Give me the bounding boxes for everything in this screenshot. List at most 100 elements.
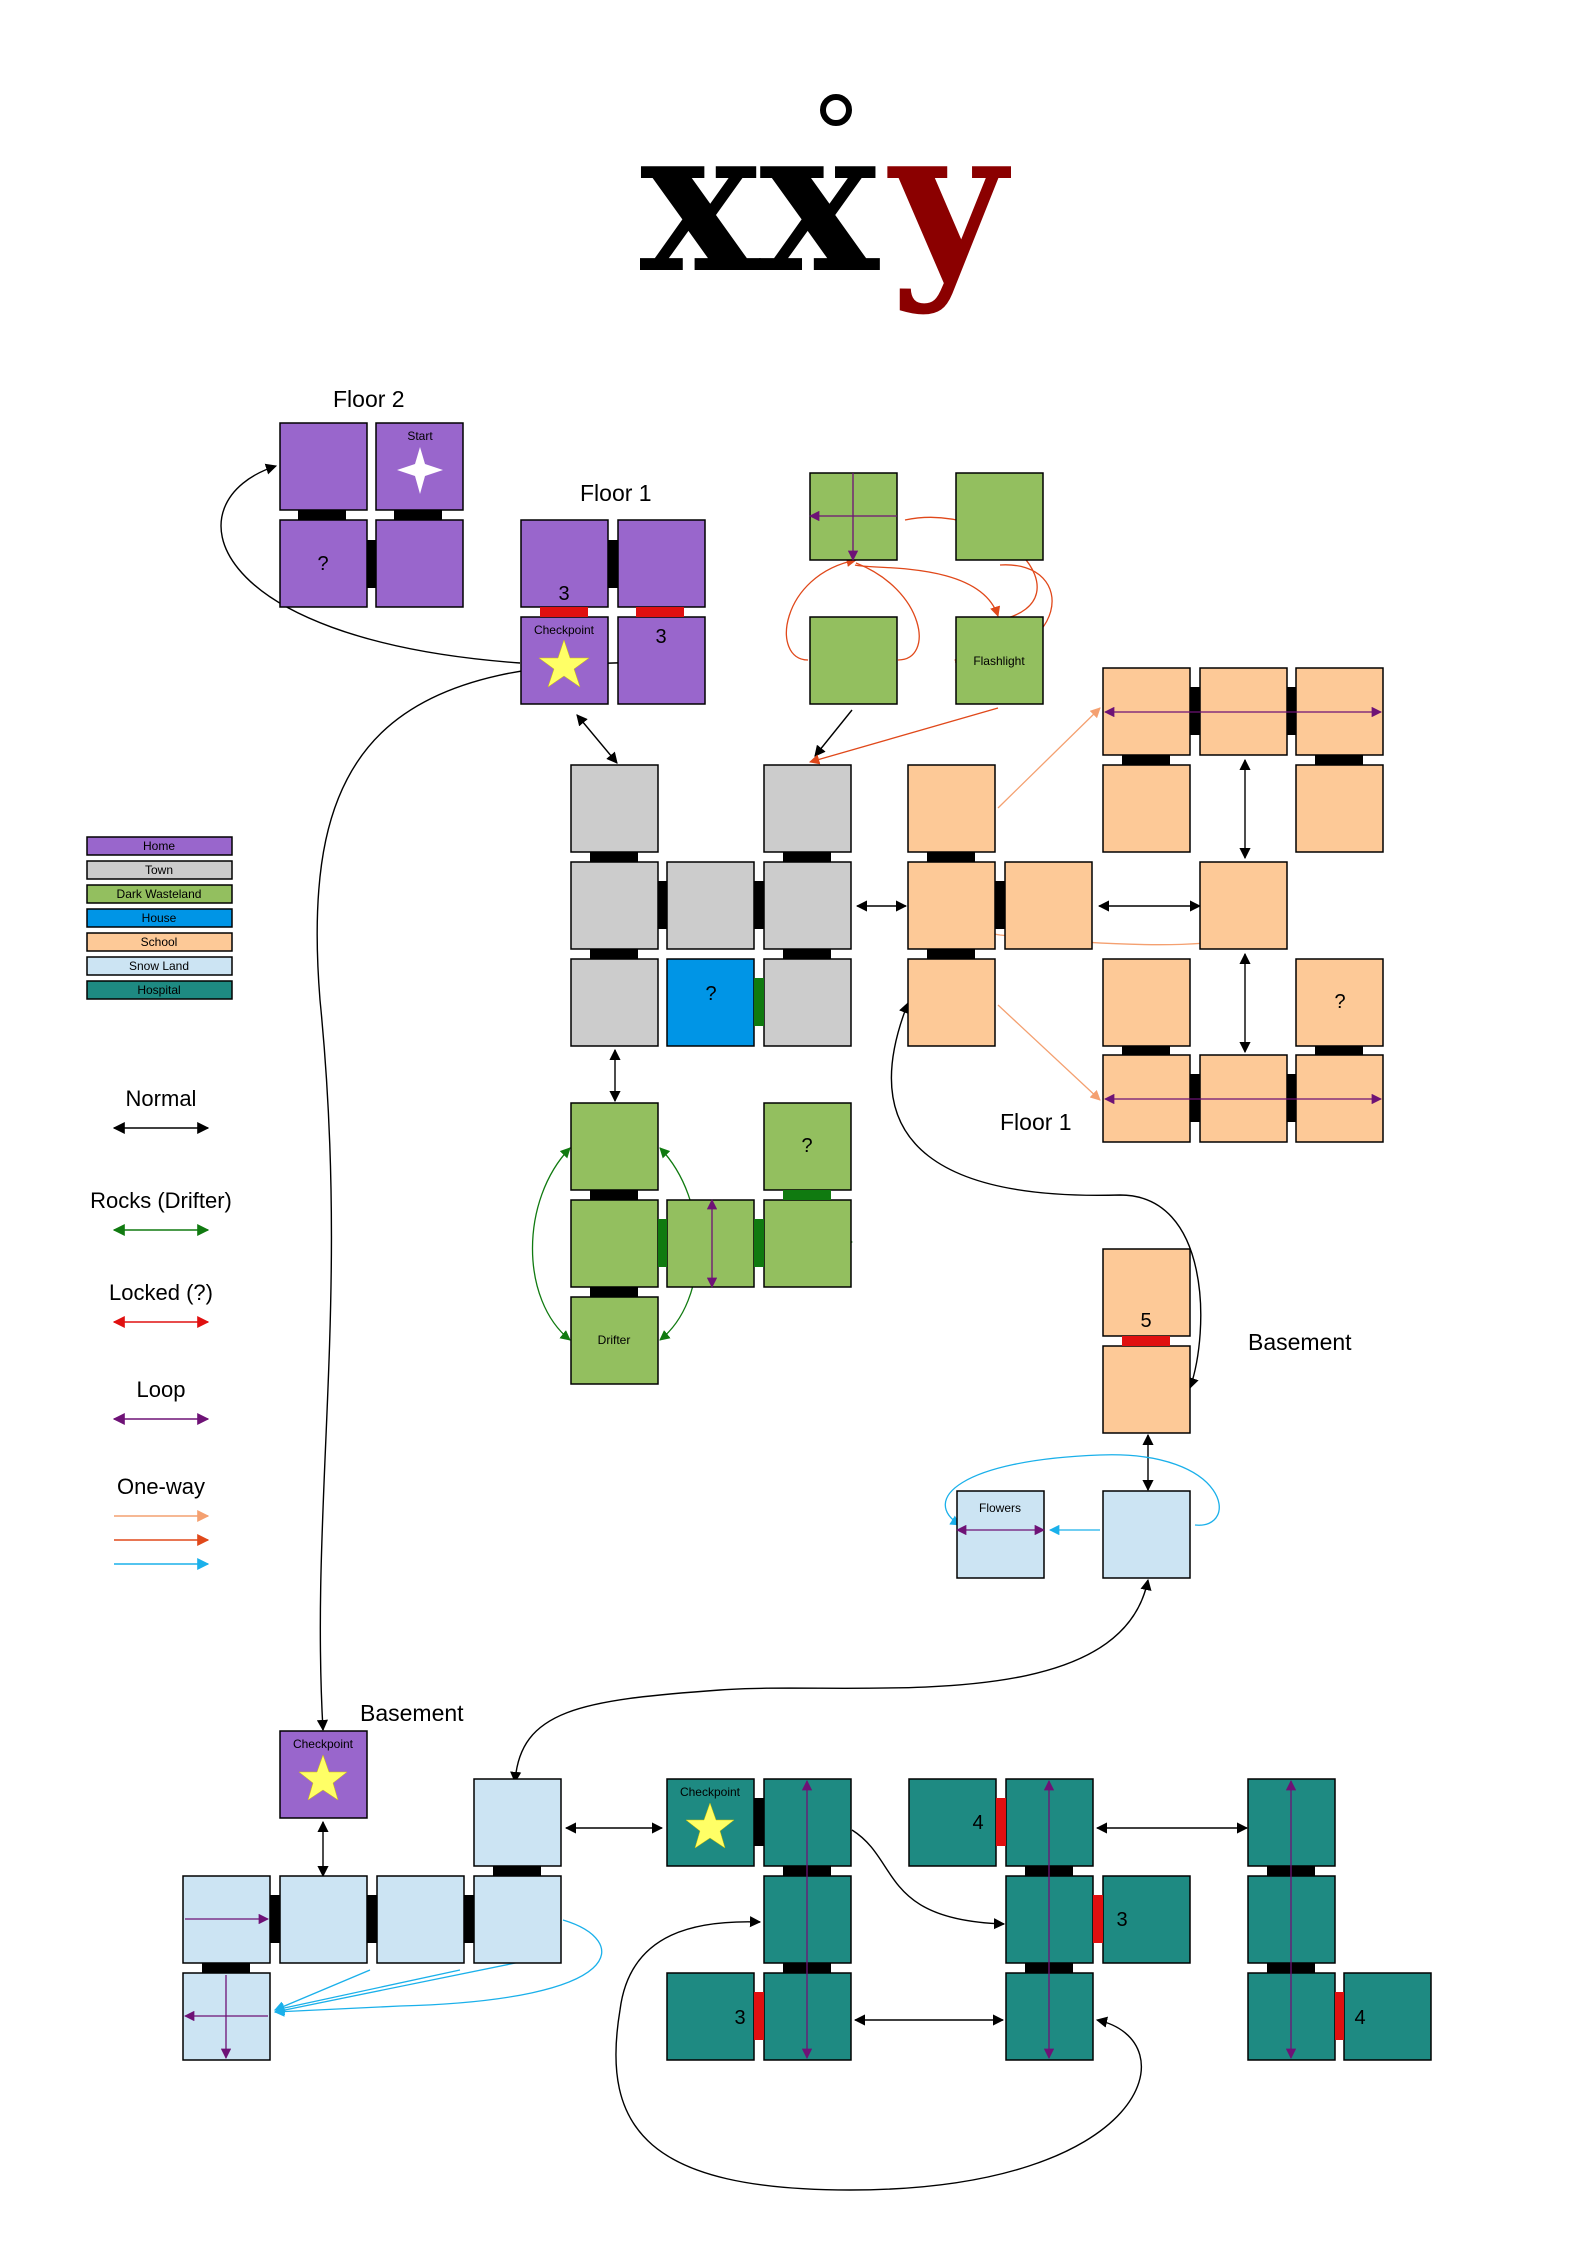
door: [590, 1287, 638, 1297]
locked-door: [1335, 1992, 1344, 2040]
home-basement-long-curve: [316, 657, 692, 1732]
locked-door: [540, 607, 588, 617]
lock-4b-label: 4: [1354, 2007, 1365, 2029]
title-logo: xx y: [640, 83, 1011, 318]
room-town: [570, 764, 659, 853]
checkpoint-star-icon: [538, 639, 590, 688]
room-school: [1199, 861, 1288, 950]
locked-door: [1122, 1336, 1170, 1346]
legend-swatch-wasteland: [86, 884, 233, 904]
school-q-label: ?: [1334, 991, 1345, 1013]
door: [1190, 1074, 1200, 1122]
legend-label-house: House: [142, 911, 177, 925]
legend-normal-label: Normal: [126, 1086, 197, 1111]
label-floor1-home: Floor 1: [580, 480, 652, 506]
door: [1190, 687, 1200, 735]
room-home-f1-a: [520, 519, 609, 608]
door: [927, 949, 975, 959]
room-home-f1-d: [617, 616, 706, 705]
legend-colors: Home Town Dark Wasteland House School Sn…: [86, 836, 233, 1000]
door: [754, 881, 764, 929]
door: [754, 1798, 764, 1846]
legend-rocks-label: Rocks (Drifter): [90, 1188, 232, 1213]
snow-snow-long-curve: [510, 1578, 1152, 1784]
room-home-q-label: ?: [317, 553, 328, 575]
legend-label-home: Home: [143, 839, 175, 853]
room-snow: [473, 1875, 562, 1964]
door: [1315, 1046, 1363, 1055]
room-town: [666, 861, 755, 950]
label-floor1-school: Floor 1: [1000, 1109, 1072, 1135]
legend-label-snow: Snow Land: [129, 959, 189, 973]
door: [590, 852, 638, 862]
room-school-basement: [1102, 1248, 1191, 1337]
basement-checkpoint-label: Checkpoint: [293, 1737, 354, 1751]
door: [658, 881, 667, 929]
flowers-label: Flowers: [979, 1501, 1021, 1515]
room-school-q: [1295, 958, 1384, 1047]
room-wasteland-q: [763, 1102, 852, 1191]
home-floor1: [520, 519, 706, 705]
oneway-snow-loop: [944, 1454, 1220, 1526]
lock-3c-label: 3: [1116, 1909, 1127, 1931]
door: [298, 510, 346, 520]
door: [493, 1866, 541, 1876]
room-school: [1004, 861, 1093, 950]
locked-door: [636, 607, 684, 617]
rock-door: [754, 978, 764, 1026]
door: [394, 510, 442, 520]
school-basement: [1102, 1248, 1191, 1434]
label-basement-school: Basement: [1248, 1329, 1352, 1355]
hospital-checkpoint-label: Checkpoint: [680, 1785, 741, 1799]
lock-3a-label: 3: [558, 583, 569, 605]
oneway-cyan-1: [274, 1969, 371, 2012]
legend-swatch-home: [86, 836, 233, 856]
legend-swatch-snow: [86, 956, 233, 976]
room-school: [907, 958, 996, 1047]
room-town: [763, 958, 852, 1047]
legend-locked-label: Locked (?): [109, 1280, 213, 1305]
hospital-loop-curve: [615, 1916, 1142, 2191]
room-school-basement: [1102, 1345, 1191, 1434]
wasteland-q-label: ?: [801, 1135, 812, 1157]
start-star-icon: [397, 447, 443, 494]
oneway-left-loop-2: [855, 562, 920, 661]
room-wasteland: [809, 616, 898, 705]
legend-oneway-label: One-way: [117, 1474, 205, 1499]
door: [367, 540, 376, 588]
room-snow: [279, 1875, 368, 1964]
oneway-cyan-3: [273, 1959, 531, 2016]
rocks-arrow-left: [531, 1147, 571, 1341]
door: [608, 540, 618, 588]
room-snow: [473, 1778, 562, 1867]
oneway-cyan-2: [273, 1969, 461, 2014]
room-town: [570, 958, 659, 1047]
room-wasteland: [570, 1199, 659, 1288]
room-town: [763, 764, 852, 853]
legend-label-hospital: Hospital: [137, 983, 180, 997]
lock-3d-label: 3: [734, 2007, 745, 2029]
title-ring-accent: [820, 94, 852, 126]
door: [590, 949, 638, 959]
room-wasteland: [666, 1199, 755, 1288]
wasteland-to-town-arrow: [814, 709, 853, 757]
door: [464, 1895, 474, 1943]
room-hospital-lock3: [666, 1972, 755, 2061]
door: [270, 1895, 280, 1943]
flashlight-label: Flashlight: [973, 654, 1025, 668]
basement-checkpoint-star-icon: [298, 1754, 348, 1801]
legend-label-school: School: [141, 935, 178, 949]
house-q-label: ?: [705, 983, 716, 1005]
room-hospital-lock4: [1343, 1972, 1432, 2061]
door: [1287, 1074, 1296, 1122]
oneway-school-down: [997, 1004, 1101, 1101]
room-snow: [376, 1875, 465, 1964]
locked-door: [1093, 1895, 1103, 1943]
room-hospital-lock4: [908, 1778, 997, 1867]
room-house: [666, 958, 755, 1047]
door: [1287, 687, 1296, 735]
door: [1315, 755, 1363, 765]
lock-4a-label: 4: [972, 1812, 983, 1834]
home-floor2: [279, 422, 464, 608]
door: [1122, 755, 1170, 765]
